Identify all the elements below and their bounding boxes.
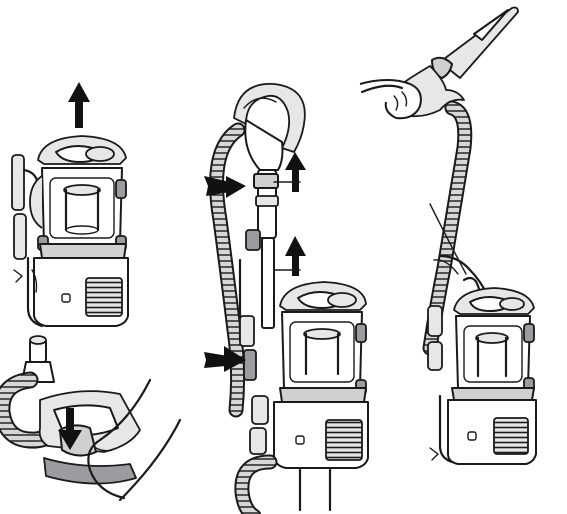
vacuum-pod-handheld	[427, 287, 537, 465]
up-arrow-icon	[273, 236, 306, 276]
up-arrow-icon	[68, 82, 90, 128]
up-arrow-icon	[273, 152, 306, 192]
panel-lift-canister	[11, 82, 129, 328]
down-arrow-icon	[58, 408, 82, 450]
panel-pedal-release	[0, 335, 182, 502]
panel-detach-wand	[204, 83, 369, 514]
right-arrow-icon	[204, 346, 246, 372]
cord-wrap-hook	[11, 154, 40, 283]
panel-hand-held	[359, 6, 537, 465]
vacuum-pod-upper	[26, 135, 129, 328]
right-arrow-icon	[204, 176, 246, 198]
vacuum-pod-body	[249, 281, 369, 469]
